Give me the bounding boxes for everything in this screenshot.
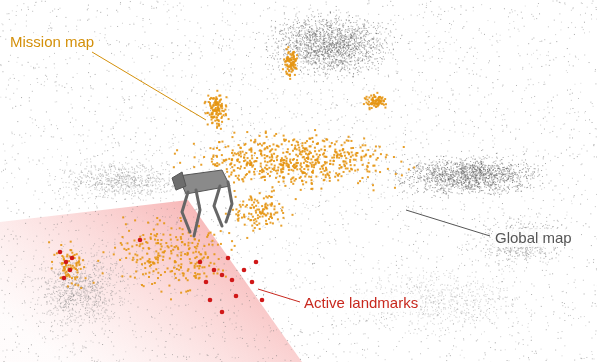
leader-line: [258, 289, 300, 302]
leader-lines: [92, 52, 490, 302]
callout-label: Active landmarks: [302, 294, 420, 312]
robot-leg: [226, 182, 232, 222]
robot-figure: [172, 170, 232, 236]
leader-line: [92, 52, 206, 120]
robot-legs: [182, 182, 232, 236]
callout-label: Global map: [493, 229, 574, 247]
robot-body: [178, 170, 230, 194]
callout-label: Mission map: [8, 33, 96, 51]
leader-line: [406, 210, 490, 236]
robot-leg: [214, 186, 222, 226]
robot-leg: [194, 190, 200, 236]
robot-leg: [182, 192, 190, 232]
robot-head: [172, 172, 186, 190]
